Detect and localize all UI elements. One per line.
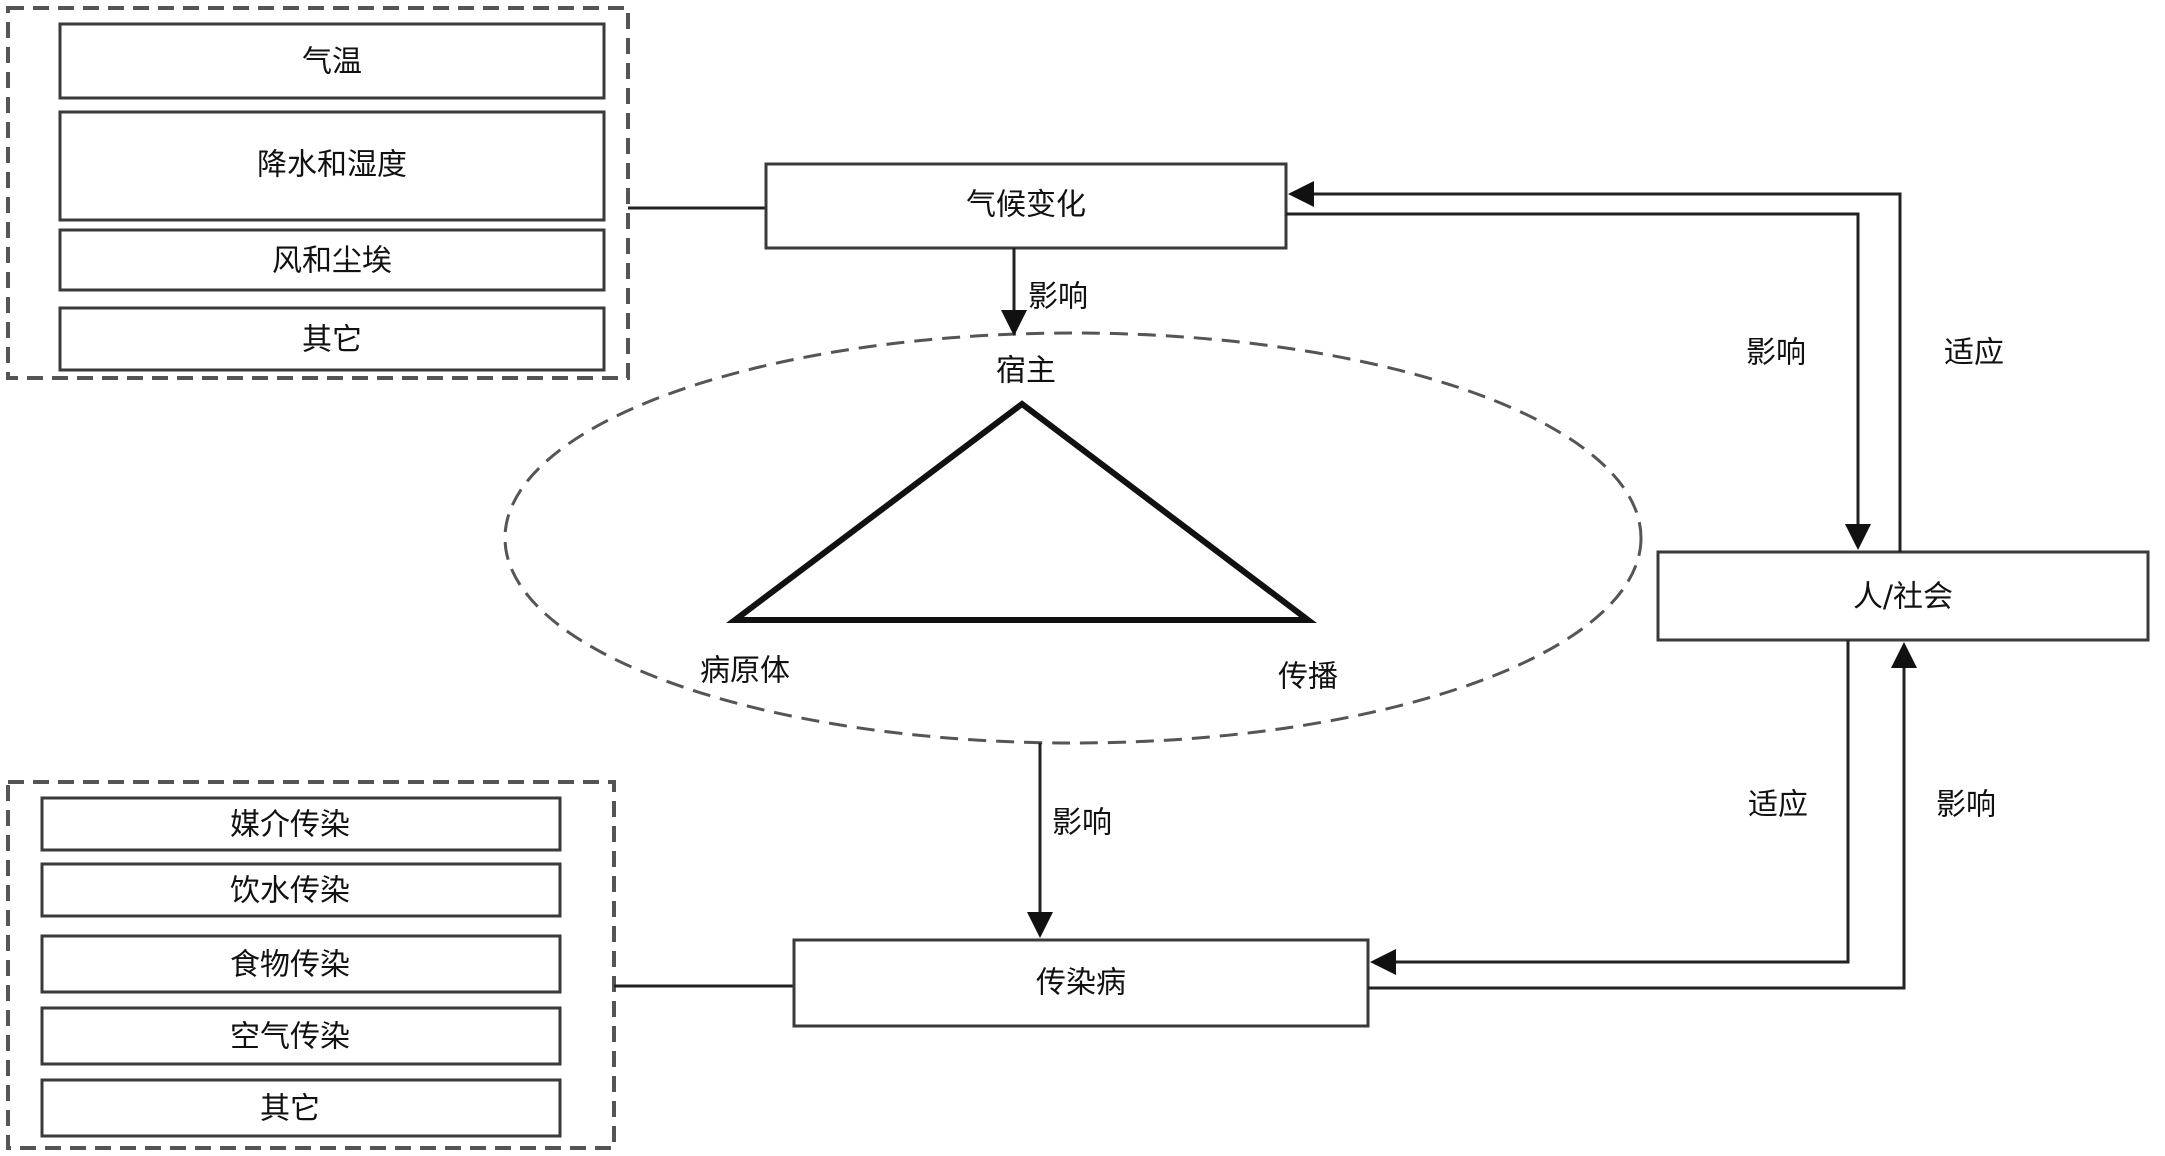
climate-factor-box-other[interactable] <box>58 306 606 372</box>
edge-label-disease-to-society: 影响 <box>1936 788 1996 823</box>
climate-factor-box-precipitation[interactable] <box>58 110 606 222</box>
transmission-box-air[interactable] <box>40 1006 562 1066</box>
transmission-box-food[interactable] <box>40 934 562 994</box>
human-society-node[interactable]: 人/社会 <box>1656 550 2150 642</box>
triad-label-transmission: 传播 <box>1278 660 1338 695</box>
transmission-label-air: 空气传染 <box>230 1020 350 1055</box>
edge-label-society-to-climate: 适应 <box>1944 336 2004 371</box>
triad-label-pathogen: 病原体 <box>700 654 790 689</box>
transmission-label-water: 饮水传染 <box>230 874 350 909</box>
infectious-disease-label: 传染病 <box>1036 966 1126 1001</box>
transmission-label-vector: 媒介传染 <box>230 808 350 843</box>
transmission-box-vector[interactable] <box>40 796 562 852</box>
climate-change-box[interactable] <box>764 162 1288 250</box>
climate-factor-label-temperature: 气温 <box>302 45 362 80</box>
edge-label-triad-to-disease: 影响 <box>1052 806 1112 841</box>
transmission-types-dashed-border <box>6 780 616 1150</box>
human-society-label: 人/社会 <box>1853 580 1953 615</box>
climate-factors-dashed-border <box>6 6 630 380</box>
climate-factors-group: 气温 降水和湿度 风和尘埃 其它 <box>6 6 630 380</box>
arrowhead-up-icon <box>1891 642 1917 668</box>
arrowhead-down-icon <box>1001 310 1027 336</box>
arrowhead-down-icon <box>1027 912 1053 938</box>
transmission-box-water[interactable] <box>40 862 562 918</box>
climate-factor-label-other: 其它 <box>302 323 362 358</box>
transmission-types-group: 媒介传染 饮水传染 食物传染 空气传染 其它 <box>6 780 616 1150</box>
climate-change-node[interactable]: 气候变化 <box>764 162 1288 250</box>
arrowhead-left-icon <box>1370 949 1396 975</box>
edge-label-climate-to-triad: 影响 <box>1028 280 1088 315</box>
arrowhead-down-icon <box>1845 524 1871 550</box>
climate-factor-label-precipitation: 降水和湿度 <box>257 148 407 183</box>
transmission-label-other: 其它 <box>260 1092 320 1127</box>
human-society-box[interactable] <box>1656 550 2150 642</box>
triad-label-host: 宿主 <box>996 354 1056 389</box>
triad-dashed-ellipse <box>503 331 1643 745</box>
arrow-climate-to-triad: 影响 <box>1001 248 1088 336</box>
edge-label-climate-to-society: 影响 <box>1746 336 1806 371</box>
climate-factor-box-temperature[interactable] <box>58 22 606 100</box>
climate-change-label: 气候变化 <box>966 188 1086 223</box>
climate-factor-label-wind-dust: 风和尘埃 <box>272 244 392 279</box>
arrow-climate-to-society: 影响 <box>1286 212 1871 550</box>
transmission-label-food: 食物传染 <box>230 948 350 983</box>
infectious-disease-node[interactable]: 传染病 <box>792 938 1370 1028</box>
arrow-society-to-disease: 适应 <box>1370 640 1850 975</box>
arrow-triad-to-disease: 影响 <box>1027 743 1112 938</box>
arrow-disease-to-society: 影响 <box>1368 642 1996 990</box>
transmission-box-other[interactable] <box>40 1078 562 1138</box>
edge-label-society-to-disease: 适应 <box>1748 788 1808 823</box>
arrowhead-left-icon <box>1288 181 1314 207</box>
arrow-society-to-climate: 适应 <box>1288 181 2004 552</box>
climate-factor-box-wind-dust[interactable] <box>58 228 606 292</box>
triad-triangle <box>726 400 1317 623</box>
infectious-disease-box[interactable] <box>792 938 1370 1028</box>
epidemiological-triad: 宿主 病原体 传播 <box>503 331 1643 745</box>
